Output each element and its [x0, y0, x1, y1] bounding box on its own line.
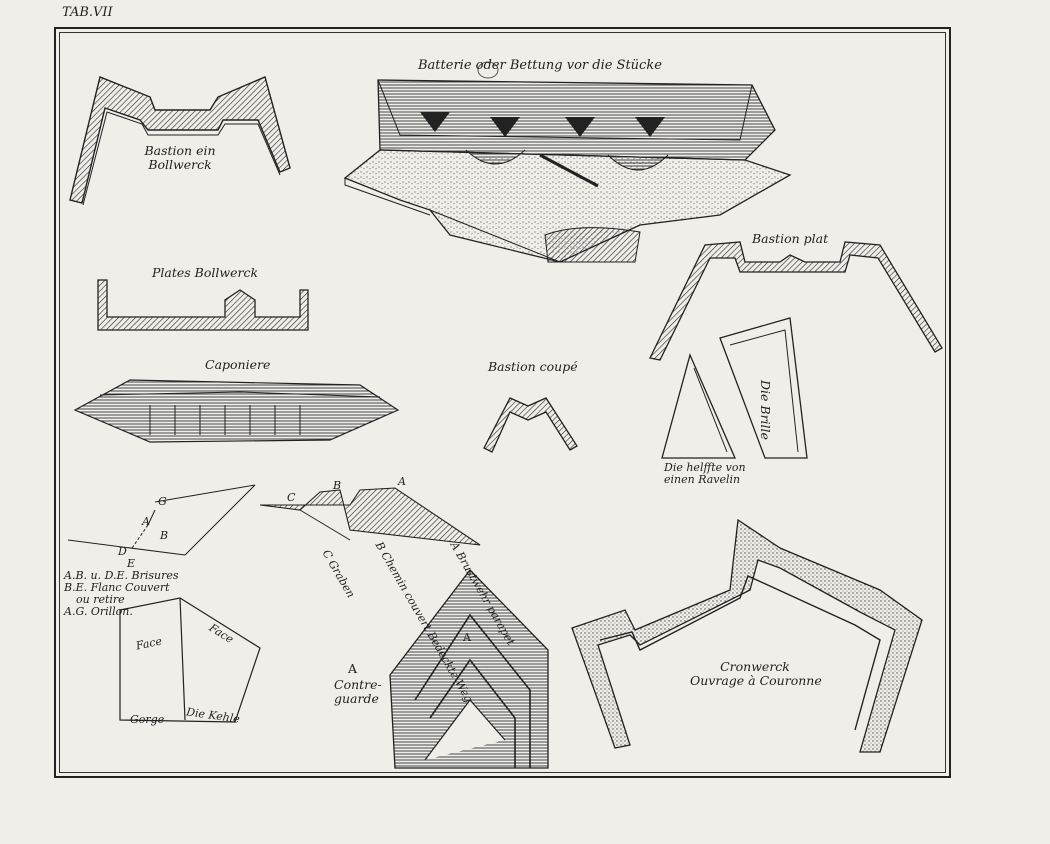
crownwork-title: Cronwerck Ouvrage à Couronne	[690, 659, 822, 688]
spectacles-caption-line1: Die helffte von	[664, 461, 746, 474]
counterguard-mark: A	[463, 631, 471, 644]
caponiere-drawing	[73, 379, 400, 443]
spectacles-caption: Die helffte von einen Ravelin	[664, 462, 746, 486]
orillon-letter-d: D	[118, 545, 127, 558]
flat-bulwark-title: Plates Bollwerck	[152, 265, 259, 280]
caponiere-title: Caponiere	[205, 357, 271, 372]
spectacles-title: Die Brille	[758, 380, 773, 440]
cut-bastion-title: Bastion coupé	[488, 359, 578, 374]
battery-drawing	[343, 61, 792, 263]
crownwork-drawing	[571, 518, 923, 753]
crownwork-title-line1: Cronwerck	[720, 659, 790, 674]
flat-bastion-title: Bastion plat	[752, 231, 829, 246]
bastion-title: Bastion ein Bollwerck	[140, 144, 220, 172]
flat-bulwark-drawing	[97, 279, 309, 331]
profile-drawing	[259, 487, 481, 546]
orillon-legend: A.B. u. D.E. Brisures B.E. Flanc Couvert…	[64, 570, 179, 618]
crownwork-title-line2: Ouvrage à Couronne	[690, 673, 822, 688]
orillon-legend-line4: A.G. Orillon.	[64, 605, 133, 618]
counterguard-drawing	[389, 569, 549, 769]
orillon-legend-line1: A.B. u. D.E. Brisures	[64, 569, 179, 582]
flat-bastion-drawing	[649, 241, 943, 361]
plate-number: TAB.VII	[62, 5, 113, 20]
orillon-legend-line3: ou retire	[76, 593, 125, 606]
counterguard-title-line2: guarde	[334, 691, 379, 706]
plate-frame	[54, 27, 951, 778]
profile-letter-c: C	[287, 491, 296, 504]
bastion-title-line1: Bastion ein	[144, 143, 216, 158]
battery-title: Batterie oder Bettung vor die Stücke	[418, 58, 662, 73]
orillon-drawing	[67, 484, 256, 556]
counterguard-title: Contre- guarde	[334, 678, 382, 706]
bastion-drawing	[69, 76, 291, 206]
ravelin-drawing	[119, 597, 261, 723]
orillon-legend-line2: B.E. Flanc Couvert	[64, 581, 170, 594]
orillon-letter-e: E	[127, 557, 136, 570]
ravelin-gorge: Gorge	[130, 713, 165, 726]
orillon-letter-a: A	[142, 515, 150, 528]
cut-bastion-drawing	[483, 397, 578, 453]
counterguard-title-line1: Contre-	[334, 677, 382, 692]
spectacles-drawing	[661, 317, 808, 459]
plate-frame-inner	[59, 32, 946, 773]
orillon-letter-g: G	[158, 495, 167, 508]
bastion-title-line2: Bollwerck	[148, 157, 212, 172]
profile-letter-b: B	[333, 479, 342, 492]
counterguard-letter: A	[348, 661, 358, 676]
orillon-letter-b: B	[160, 529, 169, 542]
profile-letter-a: A	[398, 475, 406, 488]
spectacles-caption-line2: einen Ravelin	[664, 473, 741, 486]
